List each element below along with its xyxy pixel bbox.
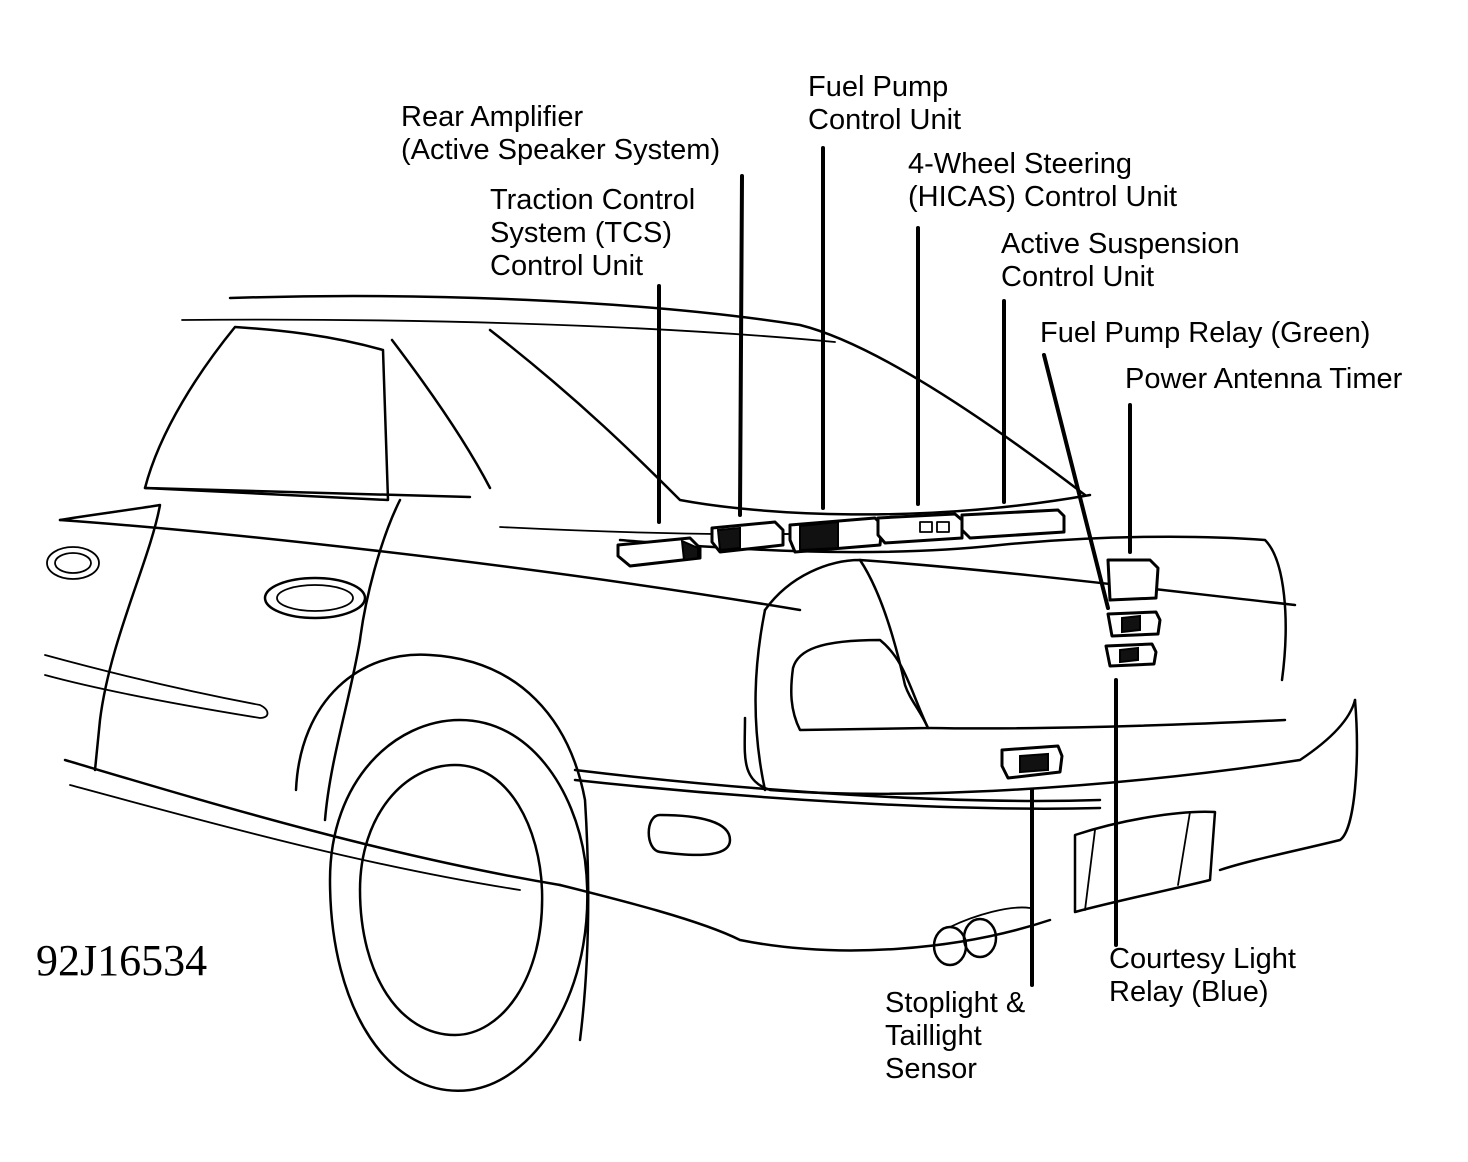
- leader-rear-amplifier: [738, 174, 744, 517]
- tcs-control-unit: [616, 536, 702, 568]
- stoplight-taillight-sensor: [1000, 744, 1064, 780]
- fuel-pump-control-unit: [788, 516, 884, 554]
- rear-wheel: [358, 763, 544, 1037]
- leader-fuel-pump-relay: [1042, 353, 1110, 610]
- license-plate-recess: [1073, 810, 1217, 914]
- body-side-molding: [44, 654, 269, 719]
- figure-code: 92J16534: [36, 936, 208, 985]
- label-rear-amplifier: Rear Amplifier (Active Speaker System): [401, 101, 721, 166]
- rear-side-window: [143, 325, 390, 502]
- door-outline: [58, 503, 162, 772]
- trunk-lid: [618, 535, 1287, 682]
- leader-lines: [657, 146, 1132, 987]
- label-active-suspension: Active Suspension Control Unit: [1001, 228, 1240, 293]
- door-handle: [263, 576, 367, 620]
- power-antenna-timer: [1106, 558, 1160, 602]
- active-suspension-control-unit: [960, 508, 1066, 540]
- label-fuel-pump-relay: Fuel Pump Relay (Green): [1040, 317, 1371, 349]
- bumper-reflector: [647, 813, 732, 857]
- roof-outline: [228, 294, 1087, 497]
- rear-amplifier: [710, 520, 785, 554]
- label-stoplight-sensor: Stoplight & Taillight Sensor: [885, 987, 1026, 1085]
- rear-bumper-bottom: [558, 883, 1052, 952]
- rear-window: [488, 328, 1092, 516]
- rear-bumper-top: [743, 698, 1357, 795]
- left-taillight: [790, 638, 930, 732]
- wheel-arch: [294, 653, 590, 1042]
- hicas-control-unit: [876, 512, 964, 545]
- label-power-antenna-timer: Power Antenna Timer: [1125, 363, 1403, 395]
- label-fuel-pump-control-unit: Fuel Pump Control Unit: [808, 71, 962, 136]
- rear-tire: [328, 718, 589, 1092]
- label-courtesy-light-relay: Courtesy Light Relay (Blue): [1109, 943, 1296, 1008]
- fuel-pump-relay: [1106, 610, 1162, 638]
- label-traction-control: Traction Control System (TCS) Control Un…: [490, 184, 696, 282]
- label-four-wheel-steering: 4-Wheel Steering (HICAS) Control Unit: [908, 148, 1178, 213]
- courtesy-light-relay: [1104, 642, 1158, 668]
